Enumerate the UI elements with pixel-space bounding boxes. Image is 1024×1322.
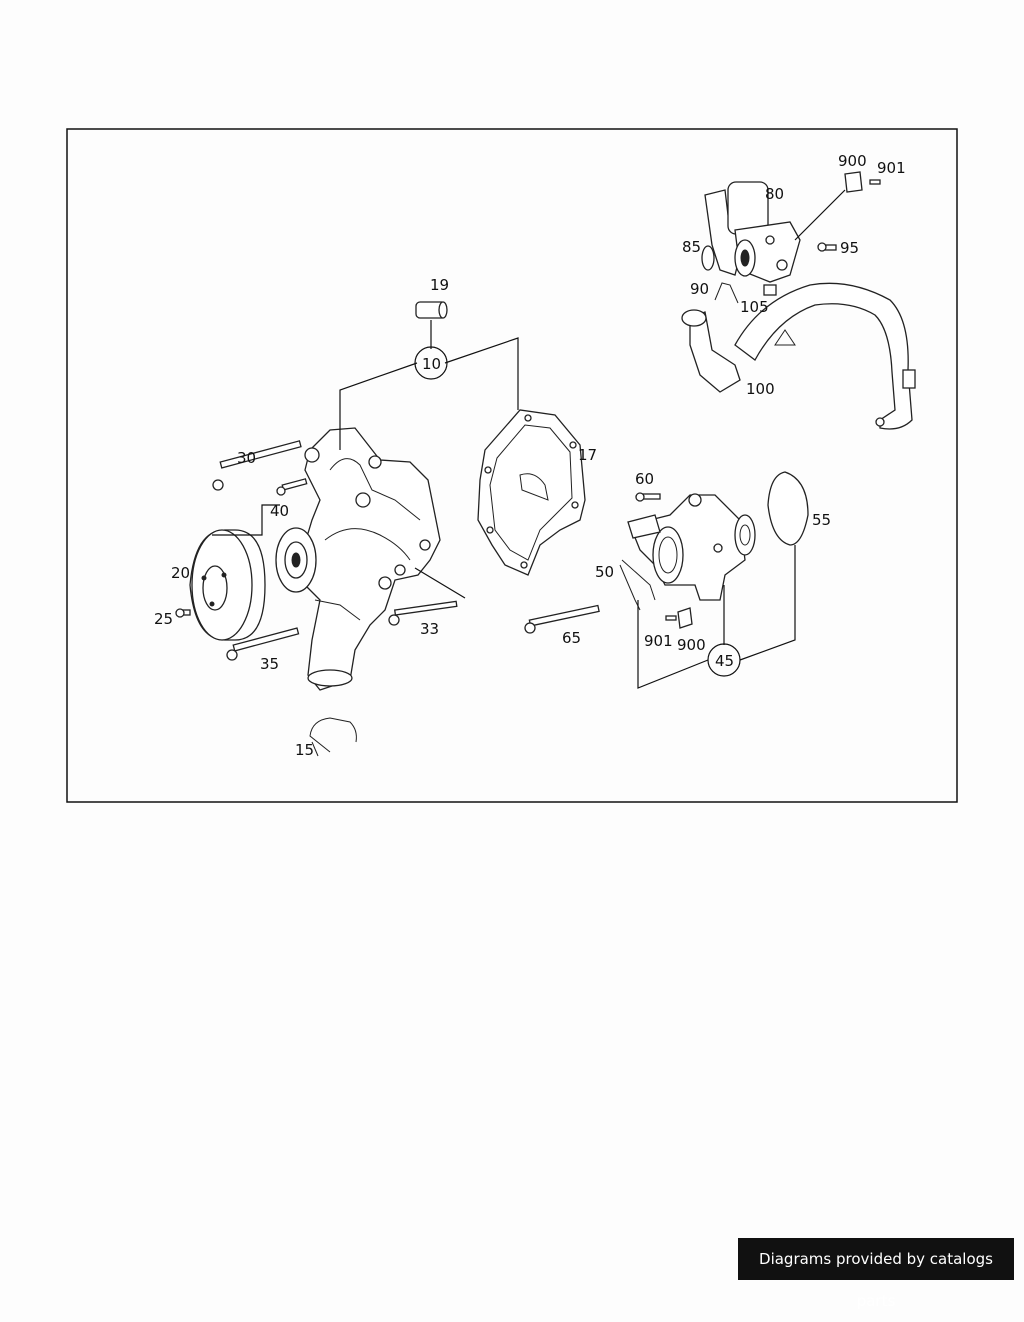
oring-85-drawing (701, 245, 715, 271)
pulley-drawing (189, 529, 266, 641)
clip-90-drawing (714, 282, 739, 304)
bolt-95-drawing (817, 242, 837, 252)
footer-credit: Diagrams provided by catalogs parts (738, 1238, 1014, 1310)
callout-circle-45 (707, 643, 741, 677)
leader-40 (212, 504, 280, 536)
callout-55: 55 (812, 511, 831, 529)
gasket-drawing (477, 409, 586, 576)
callout-19: 19 (430, 276, 449, 294)
callout-95: 95 (840, 239, 859, 257)
callout-80: 80 (765, 185, 784, 203)
callout-20: 20 (171, 564, 190, 582)
leader-45-right (739, 545, 796, 661)
bolt-25-drawing (175, 608, 191, 618)
bolt-65-drawing (524, 604, 600, 634)
thermostat-housing-drawing (627, 493, 756, 601)
leader-10-group (339, 362, 418, 450)
callout-901-lower: 901 (644, 632, 673, 650)
callout-circle-10 (414, 346, 448, 380)
callout-35: 35 (260, 655, 279, 673)
callout-65: 65 (562, 629, 581, 647)
callout-45: 45 (715, 652, 734, 670)
callout-17: 17 (578, 446, 597, 464)
callout-900-lower: 900 (677, 636, 706, 654)
callout-33: 33 (420, 620, 439, 638)
callout-15: 15 (295, 741, 314, 759)
diagram-frame (66, 128, 958, 803)
seal-55-drawing (767, 471, 809, 546)
pipe-100-drawing (681, 282, 916, 430)
bolt-30-drawing (212, 440, 302, 491)
callout-10: 10 (422, 355, 441, 373)
leader-10-gasket (444, 337, 519, 410)
valve-80-drawing (704, 181, 801, 283)
callout-25: 25 (154, 610, 173, 628)
plug-105-drawing (763, 284, 777, 296)
callout-901-upper: 901 (877, 159, 906, 177)
bolt-60-drawing (635, 492, 661, 502)
callout-50: 50 (595, 563, 614, 581)
leader-33 (414, 567, 466, 599)
callout-40: 40 (270, 502, 289, 520)
callout-100: 100 (746, 380, 775, 398)
water-pump-drawing (275, 427, 441, 691)
bolt-40-drawing (276, 478, 308, 496)
callout-30: 30 (237, 449, 256, 467)
leader-45-left (637, 600, 709, 689)
leader-900-upper (794, 189, 846, 241)
bolt-33-drawing (388, 600, 458, 626)
sleeve-19-drawing (415, 301, 448, 319)
clip-15-drawing (309, 717, 357, 757)
callout-85: 85 (682, 238, 701, 256)
callout-60: 60 (635, 470, 654, 488)
sensor-900-upper-drawing (844, 171, 881, 193)
callout-900-upper: 900 (838, 152, 867, 170)
bolt-35-drawing (226, 627, 300, 661)
parts-diagram: 19 10 17 30 40 20 25 35 33 15 60 55 50 6… (66, 128, 958, 803)
sensor-900-lower-drawing (665, 607, 693, 629)
callout-105: 105 (740, 298, 769, 316)
callout-90: 90 (690, 280, 709, 298)
